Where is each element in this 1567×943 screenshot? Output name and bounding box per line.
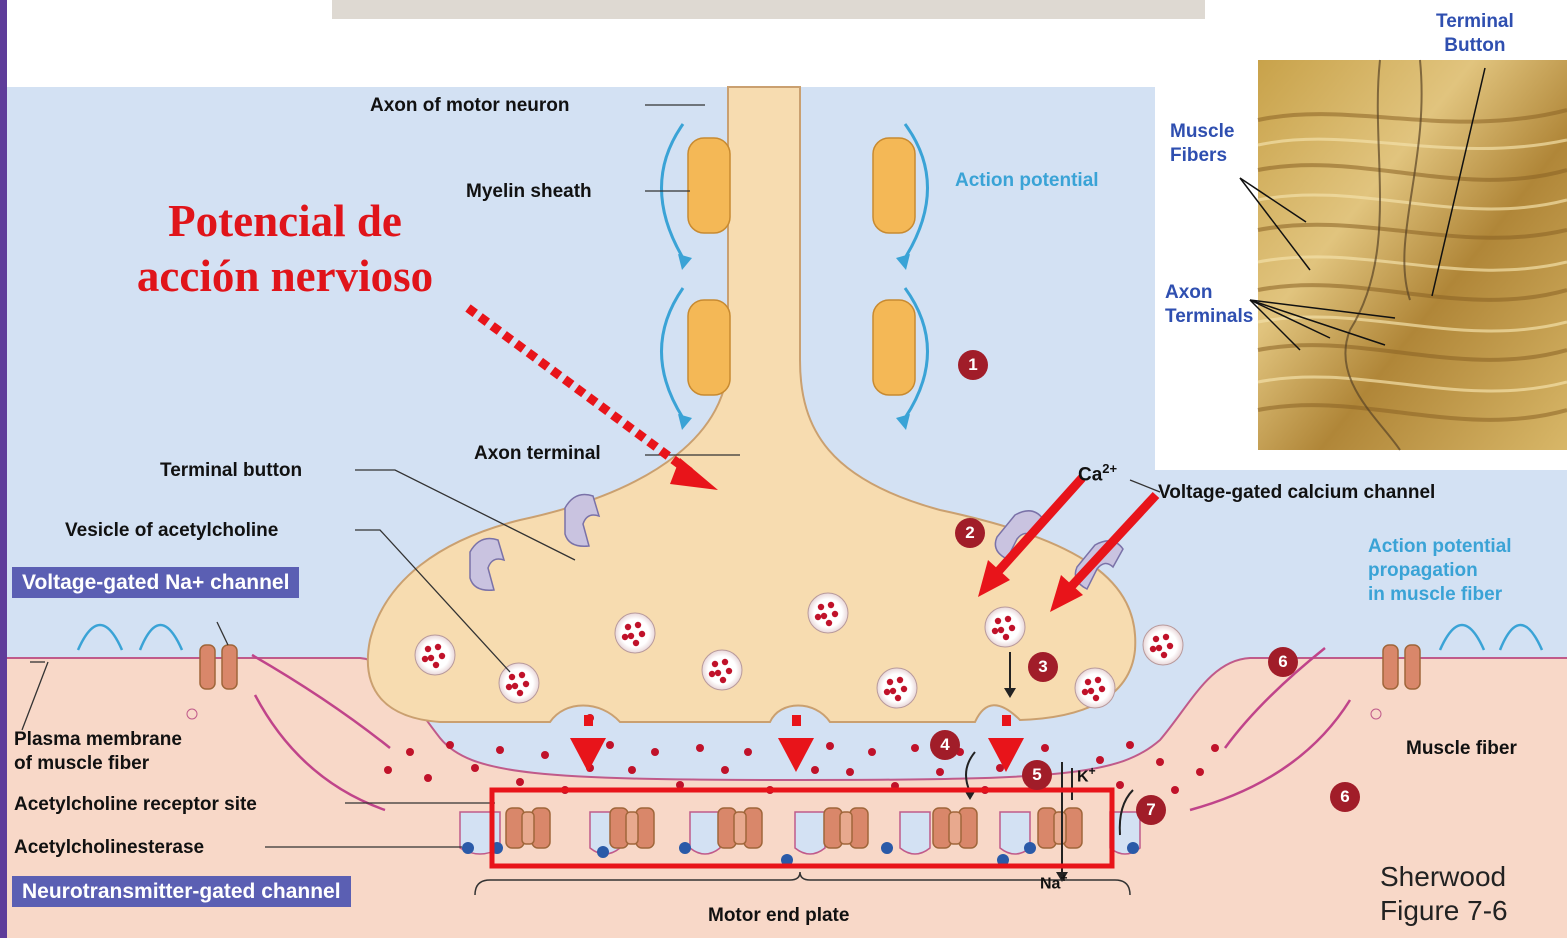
label-muscle-fiber: Muscle fiber bbox=[1406, 739, 1517, 758]
boxed-label-neurotransmitter-gated-channel: Neurotransmitter-gated channel bbox=[12, 876, 351, 907]
photo-label-terminal: Terminal bbox=[1436, 10, 1514, 34]
label-ap-propagation-3: in muscle fiber bbox=[1368, 585, 1502, 604]
label-ach-receptor-site: Acetylcholine receptor site bbox=[14, 795, 257, 814]
step-marker-4: 4 bbox=[930, 730, 960, 760]
label-k: K+ bbox=[1077, 765, 1096, 785]
label-plasma-membrane-1: Plasma membrane bbox=[14, 730, 182, 749]
photo-label-terminals: Terminals bbox=[1165, 305, 1253, 329]
figure-caption: Sherwood Figure 7-6 bbox=[1380, 860, 1508, 928]
label-ap-propagation-1: Action potential bbox=[1368, 537, 1512, 556]
label-myelin-sheath: Myelin sheath bbox=[466, 182, 592, 201]
top-banner bbox=[332, 0, 1205, 19]
label-vesicle-acetylcholine: Vesicle of acetylcholine bbox=[65, 521, 278, 540]
photo-label-axon: Axon bbox=[1165, 281, 1253, 305]
red-title: Potencial de acción nervioso bbox=[100, 194, 470, 304]
step-marker-3: 3 bbox=[1028, 652, 1058, 682]
red-title-line1: Potencial de bbox=[100, 194, 470, 249]
label-ca: Ca2+ bbox=[1078, 462, 1117, 484]
step-marker-5: 5 bbox=[1022, 760, 1052, 790]
step-marker-1: 1 bbox=[958, 350, 988, 380]
label-axon-terminal: Axon terminal bbox=[474, 444, 601, 463]
label-ap-propagation-2: propagation bbox=[1368, 561, 1478, 580]
photo-label-fibers: Fibers bbox=[1170, 144, 1234, 168]
label-plasma-membrane-2: of muscle fiber bbox=[14, 754, 149, 773]
photo-label-muscle-fibers: Muscle Fibers bbox=[1170, 120, 1234, 168]
step-marker-2: 2 bbox=[955, 518, 985, 548]
boxed-label-voltage-gated-na-channel: Voltage-gated Na+ channel bbox=[12, 567, 299, 598]
photo-label-terminal-button: Terminal Button bbox=[1436, 10, 1514, 58]
left-border bbox=[0, 0, 7, 938]
label-terminal-button: Terminal button bbox=[160, 461, 302, 480]
step-marker-6b: 6 bbox=[1330, 782, 1360, 812]
step-marker-6a: 6 bbox=[1268, 647, 1298, 677]
figure-caption-line1: Sherwood bbox=[1380, 860, 1508, 894]
label-na: Na+ bbox=[1040, 872, 1067, 892]
label-acetylcholinesterase: Acetylcholinesterase bbox=[14, 838, 204, 857]
step-marker-7: 7 bbox=[1136, 795, 1166, 825]
red-title-line2: acción nervioso bbox=[100, 249, 470, 304]
label-voltage-gated-calcium-channel: Voltage-gated calcium channel bbox=[1158, 483, 1435, 502]
figure-caption-line2: Figure 7-6 bbox=[1380, 894, 1508, 928]
label-action-potential: Action potential bbox=[955, 171, 1099, 190]
photo-label-button: Button bbox=[1436, 34, 1514, 58]
photo-label-muscle: Muscle bbox=[1170, 120, 1234, 144]
label-axon-motor-neuron: Axon of motor neuron bbox=[370, 96, 569, 115]
label-motor-end-plate: Motor end plate bbox=[708, 906, 849, 925]
photo-label-axon-terminals: Axon Terminals bbox=[1165, 281, 1253, 329]
